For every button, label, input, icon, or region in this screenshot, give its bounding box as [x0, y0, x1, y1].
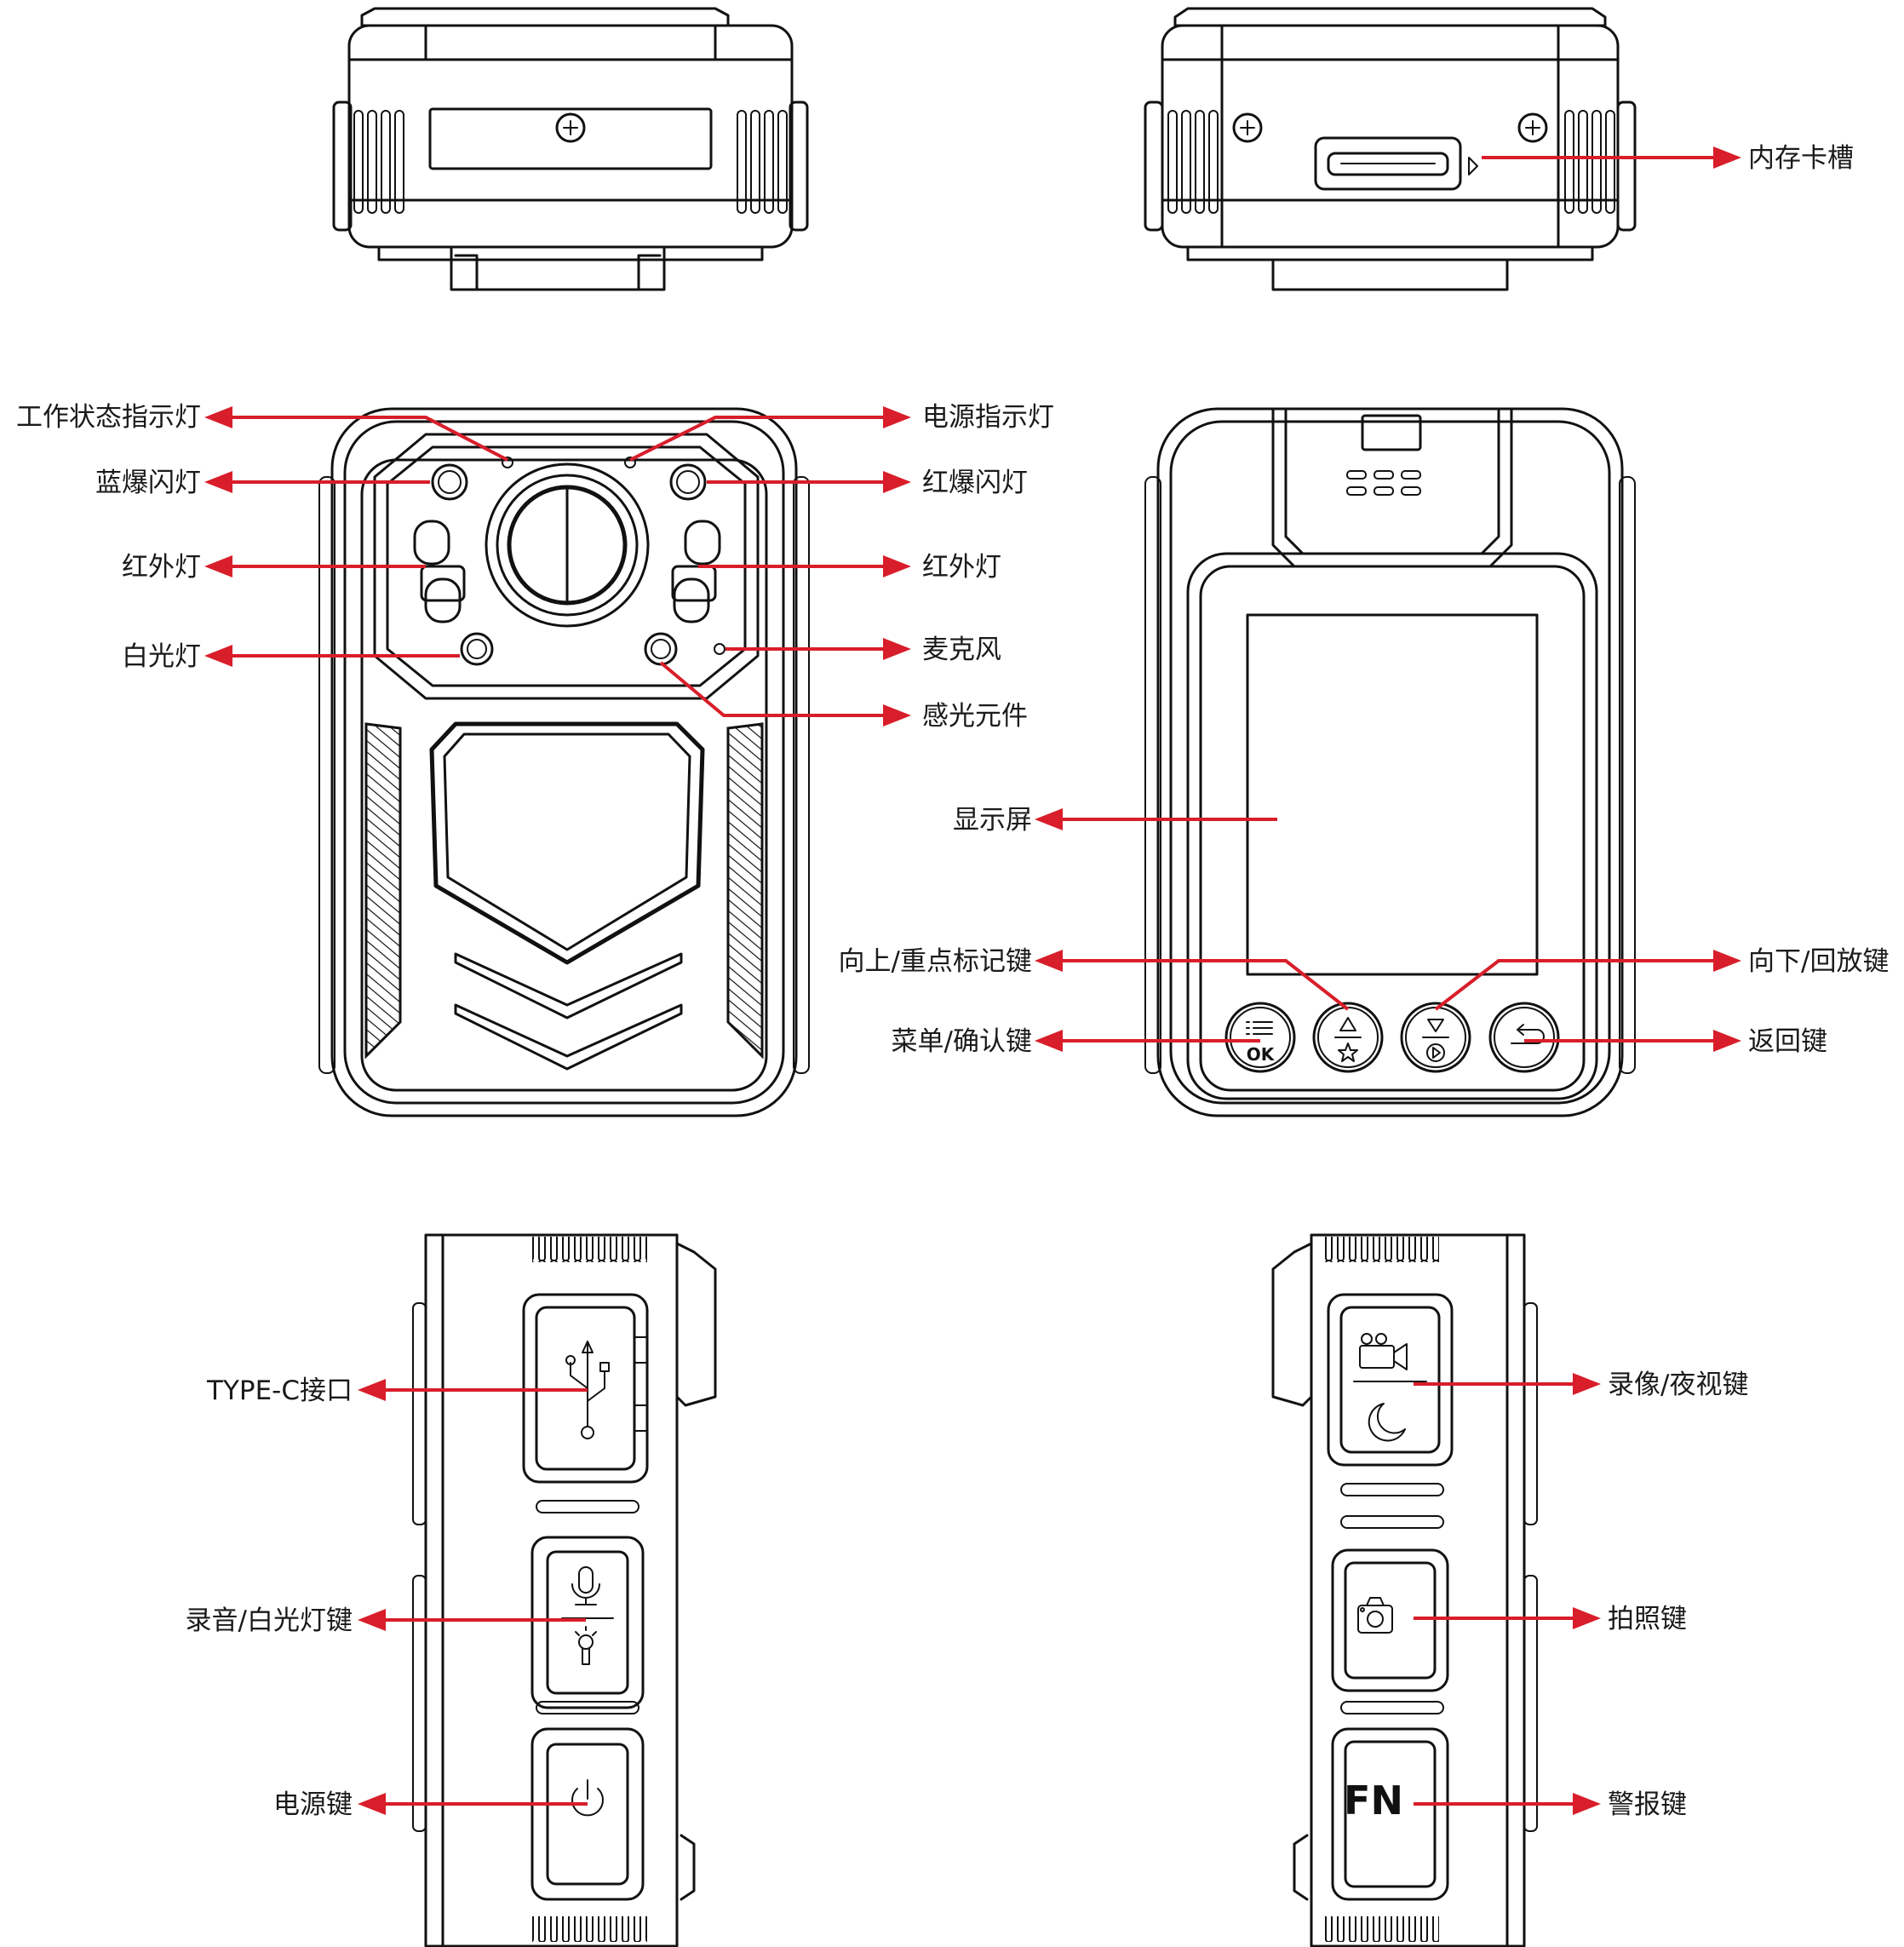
- label-typec-port: TYPE-C接口: [206, 1376, 353, 1406]
- video-icon: [1359, 1333, 1408, 1370]
- ir-led-left: [413, 520, 466, 623]
- fn-glyph: FN: [1344, 1778, 1403, 1824]
- plus-screw-icon: [1517, 112, 1548, 143]
- label-menu-ok-key: 菜单/确认键: [892, 1026, 1032, 1057]
- label-photo-key: 拍照键: [1608, 1604, 1687, 1634]
- label-record-night-key: 录像/夜视键: [1608, 1370, 1748, 1400]
- ir-led-right: [671, 520, 721, 623]
- ribs-right-2: [1564, 110, 1615, 214]
- top-view-front: [332, 7, 809, 291]
- speaker-grille: [1346, 470, 1421, 496]
- menu-ok-button[interactable]: OK: [1224, 1002, 1296, 1073]
- label-infrared-left: 红外灯: [122, 552, 201, 583]
- star-icon: [1338, 1042, 1358, 1062]
- play-icon: [1432, 1047, 1441, 1059]
- back-arrow-icon: [1511, 1024, 1545, 1044]
- back-view: OK: [1144, 407, 1636, 1117]
- microphone-hole: [714, 643, 725, 655]
- label-power-key: 电源键: [273, 1789, 353, 1820]
- label-down-playback-key: 向下/回放键: [1748, 946, 1889, 977]
- indicator-led-left: [502, 457, 513, 468]
- photo-button[interactable]: [1331, 1548, 1449, 1692]
- menu-list-icon: [1246, 1021, 1273, 1035]
- label-back-key: 返回键: [1748, 1026, 1827, 1057]
- label-work-status-indicator: 工作状态指示灯: [16, 402, 201, 433]
- torch-icon: [575, 1626, 597, 1665]
- power-button[interactable]: [530, 1727, 645, 1901]
- ok-glyph: OK: [1247, 1044, 1276, 1065]
- lens: [485, 462, 650, 628]
- label-infrared-right: 红外灯: [922, 552, 1001, 583]
- up-triangle-icon: [1339, 1017, 1356, 1031]
- camera-icon: [1357, 1597, 1393, 1634]
- white-light-led: [460, 632, 494, 666]
- usb-icon: [565, 1341, 610, 1439]
- blue-flash-led: [431, 463, 468, 501]
- display-screen: [1246, 613, 1539, 976]
- power-icon: [571, 1779, 604, 1817]
- down-triangle-icon: [1427, 1019, 1444, 1032]
- label-power-indicator: 电源指示灯: [922, 402, 1054, 433]
- ribs-right: [737, 110, 788, 214]
- left-side-view: [412, 1233, 717, 1947]
- label-up-mark-key: 向上/重点标记键: [839, 946, 1032, 977]
- label-blue-flash: 蓝爆闪灯: [95, 468, 201, 498]
- up-mark-button[interactable]: [1312, 1002, 1384, 1073]
- alarm-fn-button[interactable]: FN: [1331, 1727, 1449, 1901]
- record-night-button[interactable]: [1327, 1293, 1454, 1467]
- label-light-sensor: 感光元件: [922, 701, 1028, 732]
- front-view: [318, 407, 810, 1117]
- ribs-left-2: [1167, 110, 1219, 214]
- back-button[interactable]: [1488, 1002, 1560, 1073]
- indicator-led-right: [624, 457, 636, 468]
- plus-screw-icon: [555, 112, 586, 143]
- light-sensor: [644, 632, 678, 666]
- down-playback-button[interactable]: [1400, 1002, 1471, 1073]
- label-red-flash: 红爆闪灯: [922, 468, 1028, 498]
- right-side-view: FN: [1271, 1233, 1538, 1947]
- plus-screw-icon: [1232, 112, 1263, 143]
- label-display: 显示屏: [953, 805, 1032, 836]
- red-flash-led: [669, 463, 707, 501]
- label-memory-card-slot: 内存卡槽: [1748, 143, 1854, 174]
- top-view-back: [1144, 7, 1637, 291]
- callouts: [204, 146, 1741, 1815]
- moon-icon: [1368, 1403, 1406, 1442]
- ribs-left: [353, 110, 404, 214]
- labels: 内存卡槽 工作状态指示灯 蓝爆闪灯 红外灯 白光灯 电源指示灯 红爆闪灯 红外灯…: [16, 143, 1889, 1820]
- label-microphone: 麦克风: [922, 635, 1001, 665]
- label-white-light: 白光灯: [122, 641, 201, 672]
- mic-icon: [571, 1566, 600, 1605]
- label-alarm-key: 警报键: [1608, 1789, 1687, 1820]
- label-audio-whitelight-key: 录音/白光灯键: [186, 1605, 353, 1636]
- audio-whitelight-button[interactable]: [530, 1536, 645, 1709]
- sd-card-icon: [1314, 136, 1478, 191]
